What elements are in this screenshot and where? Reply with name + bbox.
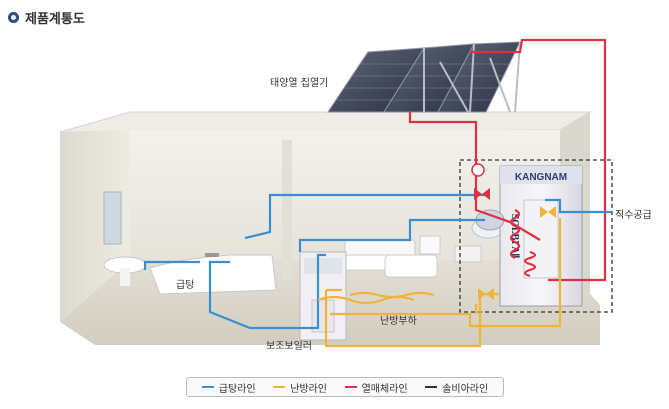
legend-label: 솔비아라인 <box>442 383 489 395</box>
chair <box>419 235 441 255</box>
solar-collector-label: 태양열 집열기 <box>270 78 329 89</box>
mirror <box>103 191 122 245</box>
orange-valve-icon <box>540 206 548 218</box>
legend: 급탕라인 난방라인 열매체라인 솔비아라인 <box>186 377 504 397</box>
section-title-text: 제품계통도 <box>25 11 85 27</box>
red-line-icon <box>344 386 357 388</box>
red-valve-icon <box>474 188 482 200</box>
aux-boiler-label: 보조보일러 <box>266 341 312 352</box>
direct-water-label: 직수공급 <box>615 210 652 221</box>
legend-item-heat-medium: 열매체라인 <box>344 380 408 395</box>
tank-model: SOLBI AⅡ <box>509 214 520 259</box>
legend-label: 급탕라인 <box>218 383 256 395</box>
basin-stand <box>120 268 130 286</box>
heat-medium-lines <box>408 38 607 282</box>
pump-icon <box>471 163 485 177</box>
legend-label: 난방라인 <box>290 383 328 395</box>
red-valve-icon-2 <box>482 188 490 200</box>
floor-heating-label: 난방부하 <box>380 316 417 327</box>
tub-faucet <box>205 253 219 257</box>
legend-item-solbia: 솔비아라인 <box>425 380 488 395</box>
yellow-valve-icon-2 <box>486 288 494 300</box>
legend-label: 열매체라인 <box>361 383 408 395</box>
valve-icons <box>471 163 556 300</box>
left-wall <box>60 130 130 322</box>
heating-lines <box>317 218 562 348</box>
blue-line-icon <box>201 386 214 388</box>
bathroom <box>103 191 277 295</box>
solbi-tank: KANGNAM SOLBI AⅡ <box>499 165 583 307</box>
hot-water-supply-label: 급탕 <box>176 280 195 291</box>
roof-slab <box>59 111 592 133</box>
solbia-system-box <box>459 159 613 313</box>
aux-boiler-unit <box>299 251 347 341</box>
title-bullet-icon <box>8 11 19 23</box>
yellow-valve-icon <box>478 288 486 300</box>
inner-partition <box>282 140 292 280</box>
solar-collector-array <box>327 41 521 113</box>
dashed-line-icon <box>425 386 438 388</box>
legend-item-hot-water: 급탕라인 <box>201 380 256 395</box>
orange-valve-icon-2 <box>548 206 556 218</box>
section-title: 제품계통도 <box>8 8 85 27</box>
hot-water-lines <box>143 193 612 330</box>
bathtub <box>149 254 277 295</box>
yellow-line-icon <box>273 386 286 388</box>
legend-item-heating: 난방라인 <box>273 380 327 395</box>
tank-brand: KANGNAM <box>515 172 567 183</box>
armchair <box>384 254 438 278</box>
side-table <box>454 245 482 263</box>
